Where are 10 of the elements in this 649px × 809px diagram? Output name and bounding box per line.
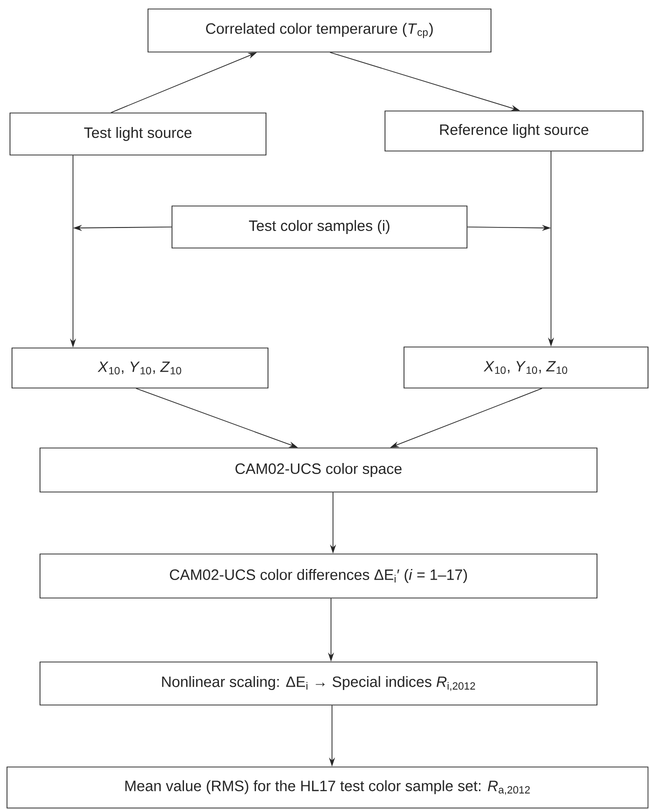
process-box: Reference light source (384, 110, 644, 152)
process-box: CAM02-UCS color space (40, 448, 598, 492)
process-box: Nonlinear scaling: ΔE$_{i}$ → Special indices R$_{i,2012}$ (40, 662, 598, 706)
process-box: Test light source (10, 112, 266, 156)
process-box: Mean value (RMS) for the HL17 test color sample set: R$_{a,2012}$ (6, 766, 648, 808)
process-box: X$_{10}$, Y$_{10}$, Z$_{10}$ (404, 346, 648, 388)
process-box: CAM02-UCS color differences ΔE$_{i}$′ (i = 1–17) (40, 554, 598, 598)
process-box: X$_{10}$, Y$_{10}$, Z$_{10}$ (12, 348, 268, 388)
process-box: Correlated color temperarure (T$_{cp}$) (148, 8, 492, 52)
process-box: Test color samples (i) (172, 206, 468, 248)
